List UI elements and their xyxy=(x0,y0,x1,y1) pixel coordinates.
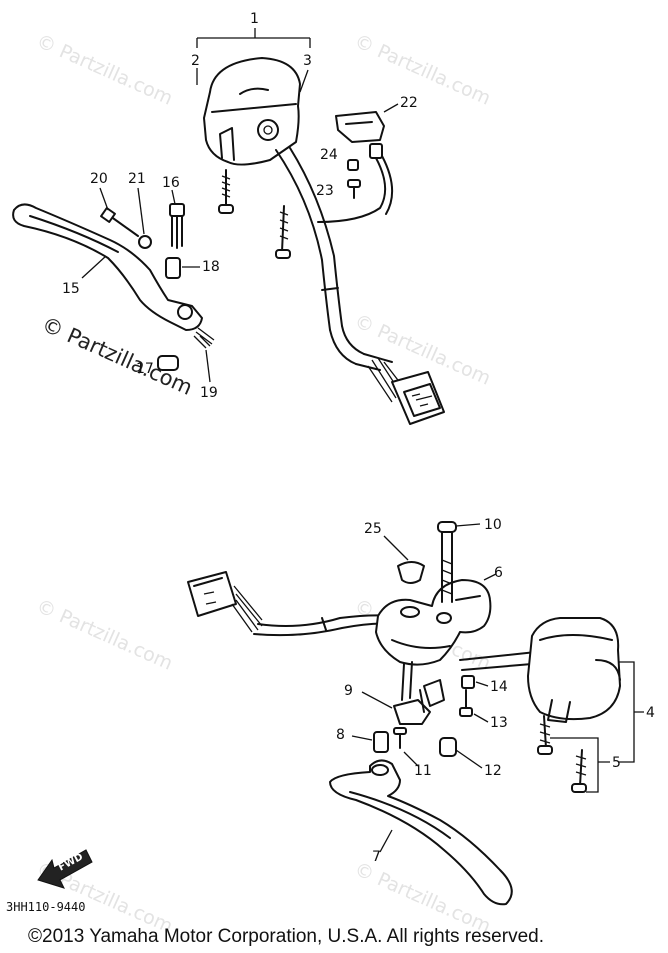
screw xyxy=(393,727,407,749)
screw xyxy=(571,749,587,793)
leader-line xyxy=(403,751,419,767)
callout-19: 19 xyxy=(200,385,218,401)
copyright-notice: ©2013 Yamaha Motor Corporation, U.S.A. A… xyxy=(28,926,544,947)
leader-line xyxy=(483,573,497,581)
collar xyxy=(165,257,181,279)
cap xyxy=(157,355,179,371)
leader-line xyxy=(383,535,409,561)
callout-14: 14 xyxy=(490,679,508,695)
callout-20: 20 xyxy=(90,171,108,187)
wire-harness xyxy=(275,147,405,403)
clutch-switch xyxy=(393,661,445,725)
callout-5: 5 xyxy=(612,755,621,771)
leader-line xyxy=(361,691,393,709)
leader-line xyxy=(473,713,489,723)
callout-1: 1 xyxy=(250,11,259,27)
leader-line xyxy=(99,187,109,211)
callout-bracket xyxy=(550,737,610,793)
cap xyxy=(397,561,425,584)
handlebar-switch-housing xyxy=(527,617,621,723)
callout-23: 23 xyxy=(316,183,334,199)
screw xyxy=(347,179,361,199)
leader-line xyxy=(379,829,393,853)
brake-lever xyxy=(12,203,203,331)
callout-21: 21 xyxy=(128,171,146,187)
handlebar-switch-housing xyxy=(203,57,301,166)
nut xyxy=(461,675,475,689)
callout-7: 7 xyxy=(372,849,381,865)
callout-9: 9 xyxy=(344,683,353,699)
front-brake-switch xyxy=(317,111,393,223)
nut xyxy=(138,235,152,249)
bolt xyxy=(437,521,457,603)
callout-6: 6 xyxy=(494,565,503,581)
callout-16: 16 xyxy=(162,175,180,191)
callout-18: 18 xyxy=(202,259,220,275)
callout-11: 11 xyxy=(414,763,432,779)
pivot-bolt xyxy=(169,203,185,249)
handlebar xyxy=(459,651,537,671)
callout-24: 24 xyxy=(320,147,338,163)
spring xyxy=(193,327,215,349)
callout-2: 2 xyxy=(191,53,200,69)
callout-10: 10 xyxy=(484,517,502,533)
leader-line xyxy=(137,187,145,235)
nut xyxy=(347,159,359,171)
clutch-lever xyxy=(329,759,513,906)
leader-line xyxy=(171,189,176,205)
connector xyxy=(391,371,445,425)
lever-holder xyxy=(375,579,492,666)
diagram-code: 3HH110-9440 xyxy=(6,900,86,914)
callout-12: 12 xyxy=(484,763,502,779)
wire-harness xyxy=(231,585,397,637)
leader-line xyxy=(351,735,373,741)
cap xyxy=(439,737,457,757)
callout-15: 15 xyxy=(62,281,80,297)
leader-line xyxy=(383,103,399,113)
callout-22: 22 xyxy=(400,95,418,111)
leader-line xyxy=(455,523,481,527)
leader-line xyxy=(455,749,483,769)
screw xyxy=(218,169,234,214)
bolt xyxy=(100,207,139,237)
callout-13: 13 xyxy=(490,715,508,731)
forward-arrow-icon xyxy=(37,849,93,889)
screw xyxy=(275,205,291,259)
leader-line xyxy=(81,255,107,279)
callout-3: 3 xyxy=(303,53,312,69)
callout-8: 8 xyxy=(336,727,345,743)
callout-17: 17 xyxy=(136,361,154,377)
callout-25: 25 xyxy=(364,521,382,537)
callout-bracket xyxy=(618,661,644,763)
callout-4: 4 xyxy=(646,705,655,721)
leader-line xyxy=(205,349,211,383)
leader-line xyxy=(475,681,489,687)
collar xyxy=(373,731,389,753)
screw xyxy=(459,689,473,717)
connector xyxy=(187,571,237,617)
leader-line xyxy=(196,68,309,93)
callout-bracket xyxy=(196,28,311,48)
screw xyxy=(537,715,553,755)
